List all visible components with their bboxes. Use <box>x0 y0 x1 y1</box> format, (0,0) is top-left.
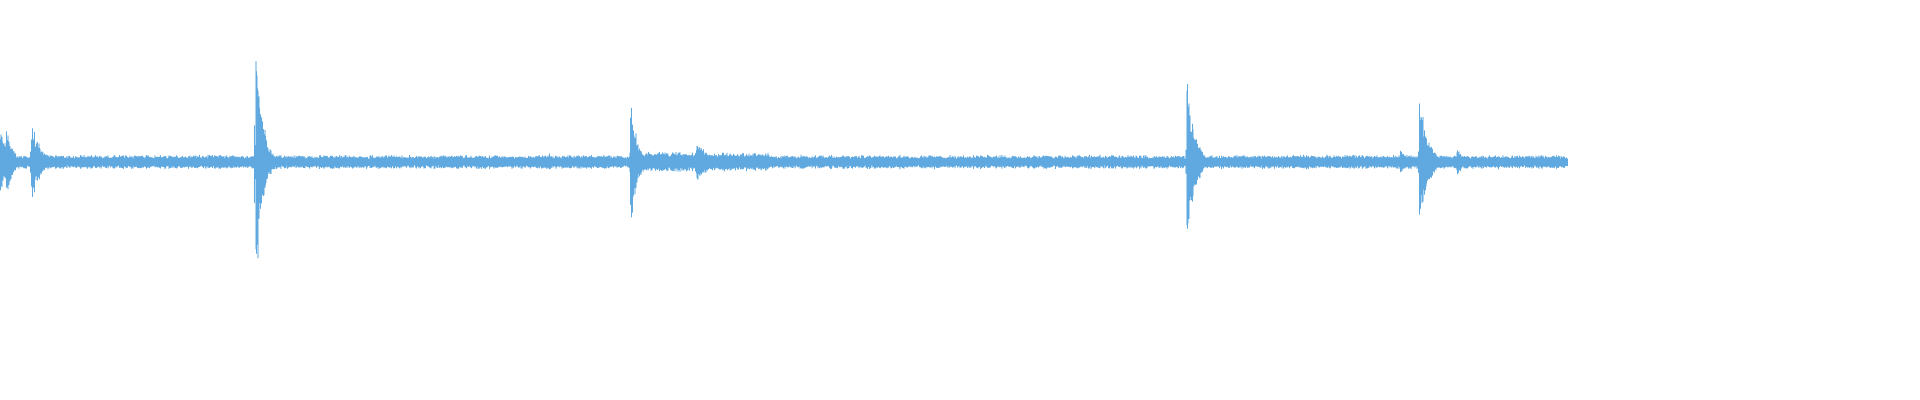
waveform-trace <box>0 61 1568 259</box>
